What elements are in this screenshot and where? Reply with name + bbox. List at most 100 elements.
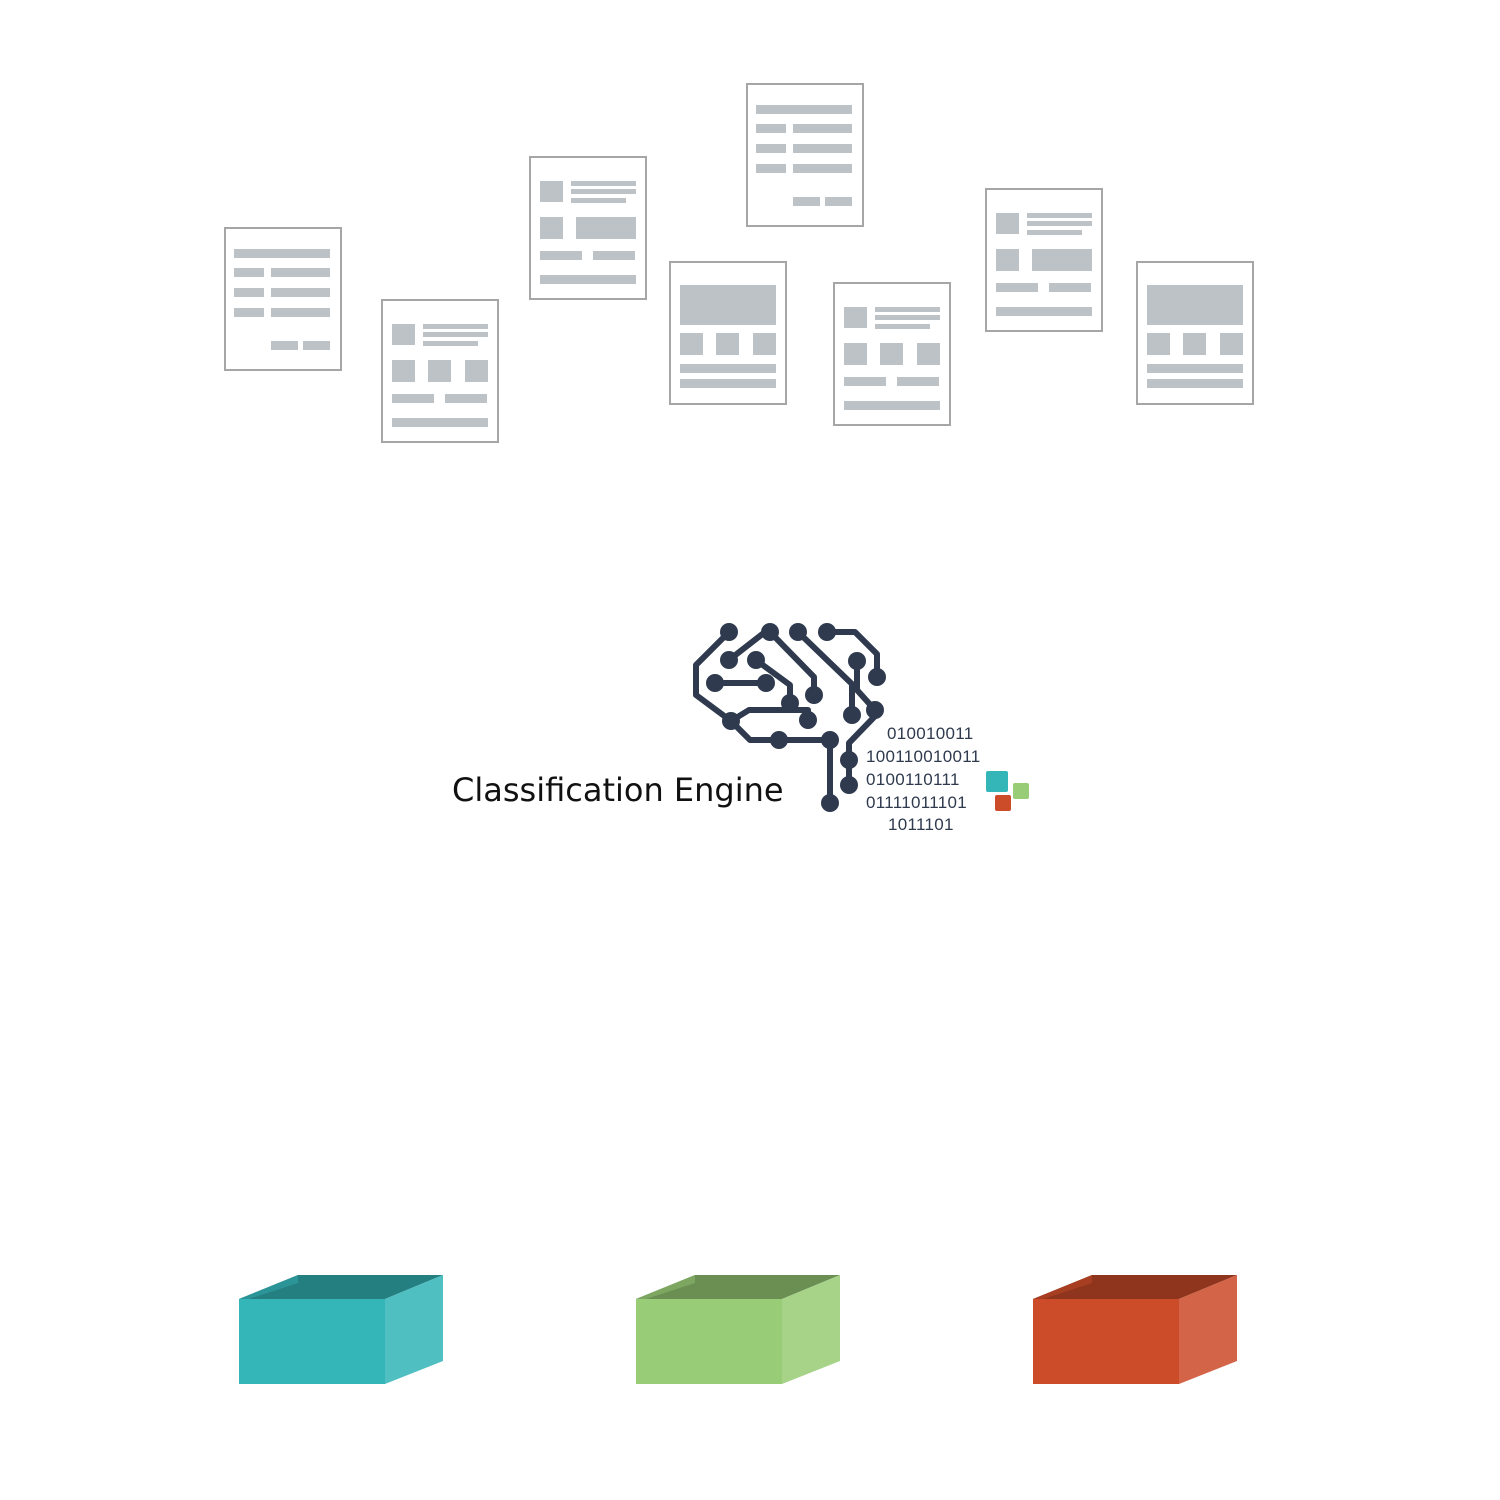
circuit-node	[781, 694, 799, 712]
bin-front	[1033, 1299, 1179, 1384]
document-line	[271, 308, 330, 317]
circuit-node	[720, 651, 738, 669]
circuit-trace	[795, 629, 855, 718]
category-bin	[1033, 1275, 1237, 1384]
document-line	[234, 288, 264, 297]
document-line	[996, 307, 1092, 316]
binary-line: 010010011	[887, 724, 974, 743]
circuit-trace	[728, 707, 811, 724]
documents-group	[224, 83, 1254, 443]
document-line	[1027, 213, 1092, 218]
circuit-node	[761, 623, 779, 641]
document-line	[392, 418, 488, 427]
category-bin	[239, 1275, 443, 1384]
document-icon	[224, 227, 342, 371]
document-icon	[1136, 261, 1254, 405]
document-line	[917, 343, 940, 365]
circuit-node	[722, 712, 740, 730]
document-line	[996, 213, 1019, 234]
document-line	[1032, 249, 1092, 271]
document-line	[875, 324, 930, 329]
document-line	[880, 343, 903, 365]
document-line	[680, 285, 776, 325]
document-line	[753, 333, 776, 355]
document-line	[571, 198, 626, 203]
document-line	[844, 401, 940, 410]
document-line	[996, 249, 1019, 271]
green-square	[1013, 783, 1029, 799]
circuit-node	[706, 674, 724, 692]
document-line	[465, 360, 488, 382]
circuit-node	[821, 794, 839, 812]
document-line	[423, 341, 478, 346]
circuit-node	[747, 651, 765, 669]
document-line	[593, 251, 635, 260]
document-line	[423, 324, 488, 329]
document-line	[540, 251, 582, 260]
document-line	[540, 181, 563, 202]
document-line	[445, 394, 487, 403]
document-line	[1183, 333, 1206, 355]
circuit-node	[799, 711, 817, 729]
document-line	[875, 307, 940, 312]
bin-side	[385, 1275, 443, 1384]
document-line	[1147, 379, 1243, 388]
document-line	[793, 164, 852, 173]
binary-line: 1011101	[888, 815, 954, 834]
teal-square	[986, 771, 1008, 792]
document-line	[1220, 333, 1243, 355]
brain-circuit-icon	[693, 623, 886, 812]
category-bin	[636, 1275, 840, 1384]
circuit-node	[821, 731, 839, 749]
document-line	[793, 124, 852, 133]
document-line	[392, 324, 415, 345]
document-line	[844, 377, 886, 386]
document-line	[1027, 230, 1082, 235]
orange-square	[995, 795, 1011, 811]
document-line	[756, 164, 786, 173]
document-icon	[381, 299, 499, 443]
document-line	[423, 332, 488, 337]
document-line	[680, 379, 776, 388]
document-line	[793, 144, 852, 153]
document-line	[680, 364, 776, 373]
circuit-node	[866, 701, 884, 719]
document-line	[540, 217, 563, 239]
circuit-node	[789, 623, 807, 641]
document-line	[271, 341, 298, 350]
document-icon	[746, 83, 864, 227]
document-line	[234, 249, 330, 258]
document-icon	[985, 188, 1103, 332]
document-line	[680, 333, 703, 355]
category-squares-icon	[986, 771, 1029, 811]
bin-front	[239, 1299, 385, 1384]
document-line	[576, 217, 636, 239]
engine-label: Classification Engine	[452, 771, 784, 809]
document-icon	[529, 156, 647, 300]
document-line	[1147, 285, 1243, 325]
circuit-node	[843, 706, 861, 724]
document-line	[825, 197, 852, 206]
document-line	[303, 341, 330, 350]
bin-front	[636, 1299, 782, 1384]
document-icon	[669, 261, 787, 405]
bin-inner-left	[636, 1275, 695, 1299]
document-line	[756, 105, 852, 114]
document-line	[392, 394, 434, 403]
circuit-node	[818, 623, 836, 641]
document-line	[271, 268, 330, 277]
binary-line: 01111011101	[866, 793, 967, 812]
document-line	[1147, 364, 1243, 373]
document-line	[844, 307, 867, 328]
circuit-node	[757, 674, 775, 692]
document-line	[716, 333, 739, 355]
classification-engine: Classification Engine 010010011 10011001…	[452, 623, 1029, 834]
circuit-node	[720, 623, 738, 641]
document-line	[844, 343, 867, 365]
bin-inner-left	[239, 1275, 298, 1299]
circuit-trace	[824, 629, 880, 680]
document-line	[428, 360, 451, 382]
document-line	[540, 275, 636, 284]
document-line	[1027, 221, 1092, 226]
